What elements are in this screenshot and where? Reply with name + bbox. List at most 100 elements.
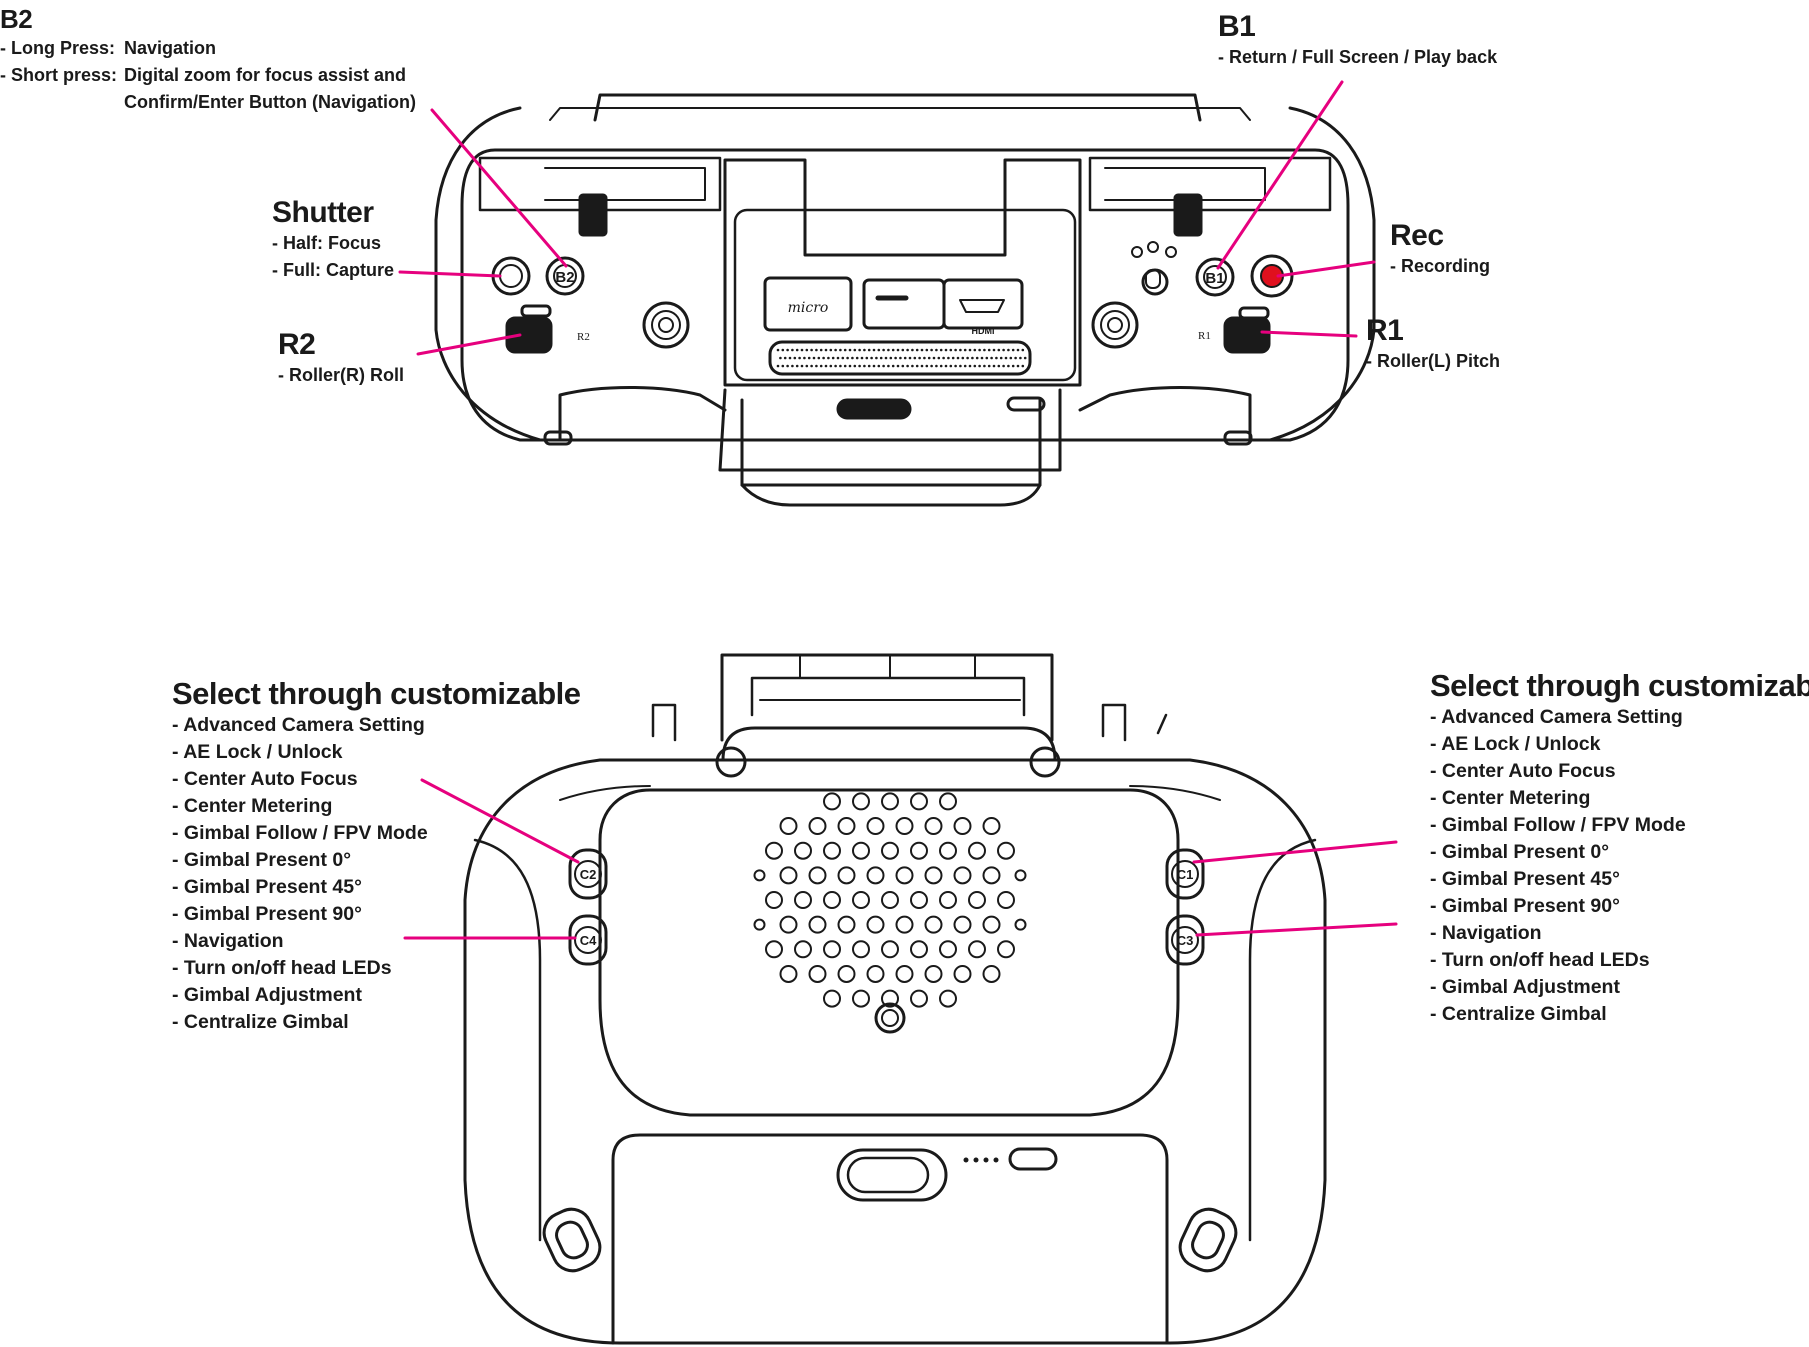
- vent-hole: [980, 356, 984, 360]
- vent-hole: [889, 356, 893, 360]
- speaker-hole: [1014, 869, 1027, 882]
- vent-hole: [915, 364, 919, 368]
- b2-line-short-press: - Short press: Digital zoom for focus as…: [0, 62, 416, 89]
- vent-hole: [901, 348, 905, 352]
- customizable-left-item: - Center Auto Focus: [172, 768, 358, 790]
- r1-title: R1: [1366, 314, 1404, 347]
- speaker-hole: [794, 841, 812, 860]
- speaker-hole: [924, 866, 943, 885]
- vent-hole: [791, 348, 794, 352]
- b2-title: B2: [0, 4, 33, 34]
- speaker-hole: [852, 989, 870, 1008]
- vent-hole: [973, 364, 977, 368]
- customizable-left-list: - Advanced Camera Setting- AE Lock / Unl…: [172, 712, 581, 1036]
- vent-hole: [963, 348, 967, 352]
- speaker-hole: [910, 792, 928, 811]
- customizable-left-item: - Turn on/off head LEDs: [172, 957, 392, 979]
- speaker-hole: [852, 940, 870, 959]
- vent-hole: [1007, 348, 1010, 352]
- customizable-left-item: - Advanced Camera Setting: [172, 714, 425, 736]
- c4-device-label: C4: [580, 933, 597, 948]
- customizable-left-item: - Gimbal Present 45°: [172, 876, 362, 898]
- vent-hole: [848, 348, 852, 352]
- speaker-hole: [881, 940, 899, 959]
- vent-hole: [906, 348, 909, 352]
- speaker-hole: [939, 841, 957, 860]
- speaker-hole: [939, 989, 957, 1008]
- speaker-hole: [866, 915, 885, 934]
- vent-hole: [1016, 364, 1020, 368]
- customizable-right-item: - Gimbal Follow / FPV Mode: [1430, 814, 1686, 836]
- speaker-hole: [881, 841, 899, 860]
- vent-hole: [1011, 348, 1015, 352]
- vent-hole: [913, 356, 917, 360]
- speaker-hole: [910, 989, 928, 1008]
- b2-short-press-value: Digital zoom for focus assist and: [124, 65, 407, 85]
- speaker-hole: [895, 866, 914, 885]
- b2-line-long-press: - Long Press: Navigation: [0, 35, 416, 62]
- microsd-label: micro: [788, 300, 829, 316]
- speaker-hole: [808, 964, 827, 983]
- vent-hole: [906, 364, 909, 368]
- r2-annotation: R2 - Roller(R) Roll: [278, 328, 404, 389]
- vent-hole: [853, 348, 857, 352]
- vent-hole: [884, 356, 888, 360]
- speaker-hole: [866, 866, 885, 885]
- vent-hole: [1002, 364, 1005, 368]
- speaker-hole: [753, 869, 766, 882]
- shutter-line-half: - Half: Focus: [272, 233, 382, 253]
- shutter-title: Shutter: [272, 196, 374, 229]
- vent-hole: [937, 356, 941, 360]
- vent-hole: [776, 348, 780, 352]
- vent-hole: [877, 364, 881, 368]
- vent-hole: [954, 348, 957, 352]
- vent-hole: [949, 348, 953, 352]
- vent-hole: [985, 356, 989, 360]
- r1-annotation: R1 - Roller(L) Pitch: [1366, 314, 1500, 375]
- speaker-hole: [968, 841, 986, 860]
- vent-hole: [930, 364, 933, 368]
- vent-hole: [776, 364, 780, 368]
- customizable-right-title: Select through customizable: [1430, 668, 1809, 703]
- speaker-hole: [881, 792, 899, 811]
- vent-hole: [901, 364, 905, 368]
- vent-hole: [786, 364, 789, 368]
- vent-hole: [805, 364, 809, 368]
- vent-hole: [793, 356, 797, 360]
- speaker-hole: [982, 915, 1001, 934]
- speaker-hole: [823, 989, 841, 1008]
- vent-hole: [875, 356, 878, 360]
- vent-hole: [983, 364, 986, 368]
- customizable-right-item: - AE Lock / Unlock: [1430, 733, 1601, 755]
- vent-hole: [882, 364, 885, 368]
- vent-hole: [783, 356, 787, 360]
- vent-hole: [812, 356, 816, 360]
- speaker-hole: [765, 841, 783, 860]
- speaker-hole: [852, 841, 870, 860]
- vent-hole: [1014, 356, 1017, 360]
- vent-hole: [1016, 348, 1020, 352]
- customizable-right-item: - Turn on/off head LEDs: [1430, 949, 1650, 971]
- vent-hole: [961, 356, 965, 360]
- vent-hole: [1021, 364, 1025, 368]
- vent-hole: [822, 356, 825, 360]
- vent-hole: [863, 364, 866, 368]
- vent-hole: [911, 348, 914, 352]
- vent-hole: [807, 356, 811, 360]
- speaker-hole: [866, 817, 885, 836]
- vent-hole: [786, 348, 789, 352]
- speaker-hole: [779, 915, 798, 934]
- r2-device-label: R2: [577, 331, 590, 343]
- controller-back-view: C2 C4 C1 C3: [463, 653, 1327, 1345]
- vent-hole: [973, 348, 977, 352]
- vent-hole: [810, 348, 813, 352]
- c1-device-label: C1: [1177, 867, 1194, 882]
- speaker-hole: [765, 940, 783, 959]
- vent-hole: [923, 356, 926, 360]
- customizable-right-item: - Center Auto Focus: [1430, 760, 1616, 782]
- vent-hole: [939, 364, 943, 368]
- vent-hole: [827, 356, 830, 360]
- speaker-hole: [823, 940, 841, 959]
- vent-hole: [798, 356, 801, 360]
